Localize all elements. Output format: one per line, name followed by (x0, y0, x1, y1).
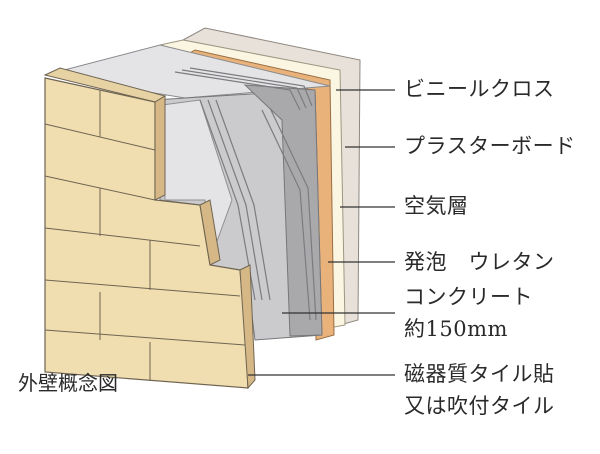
diagram-caption: 外壁概念図 (18, 371, 118, 395)
label-tile-alt: 又は吹付タイル (404, 394, 555, 418)
concrete-stripes (174, 67, 317, 321)
label-urethane-foam: 発泡 ウレタン (404, 250, 555, 274)
label-concrete: コンクリート (404, 285, 533, 309)
label-vinyl-cloth: ビニールクロス (404, 77, 555, 101)
label-concrete-thickness: 約150mm (404, 317, 508, 341)
tile-joints (44, 90, 246, 380)
label-plaster-board: プラスターボード (404, 134, 576, 158)
label-air-layer: 空気層 (404, 194, 469, 218)
tile-step-sides (154, 95, 256, 390)
label-tile: 磁器質タイル貼 (404, 362, 555, 386)
leader-lines (248, 89, 395, 376)
concrete-right-face (243, 84, 323, 337)
